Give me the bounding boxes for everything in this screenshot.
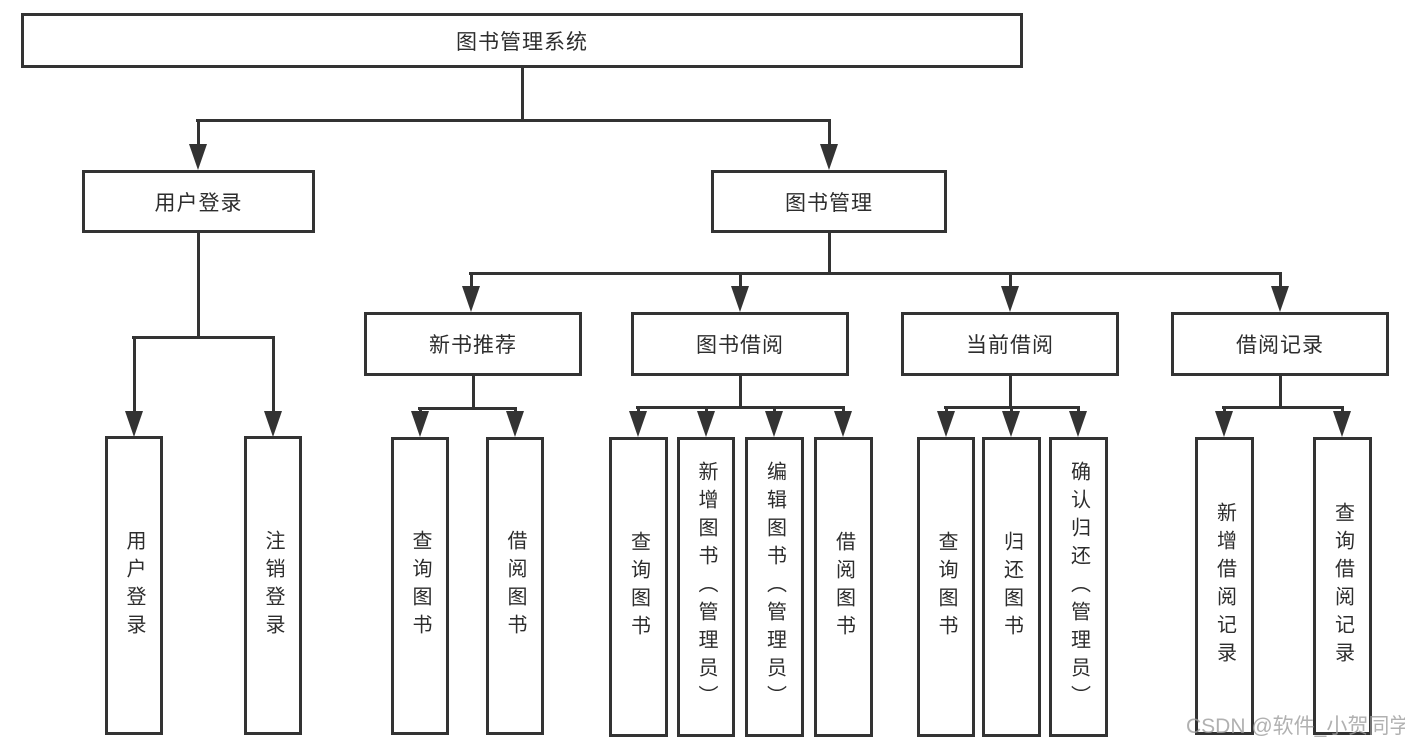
- connector-book-mgmt-bar: [469, 272, 1282, 275]
- node-book-management: 图书管理: [711, 170, 947, 233]
- leaf-logout: 注销登录: [244, 436, 302, 735]
- connector-user-login-bar: [132, 336, 275, 339]
- leaf-return-books: 归还图书: [982, 437, 1041, 737]
- connector-root-stem: [521, 68, 524, 119]
- connector-stem: [472, 376, 475, 407]
- connector-drop: [272, 336, 275, 416]
- connector-drop: [1279, 272, 1282, 290]
- arrow-down-icon: [629, 411, 647, 437]
- connector-drop: [945, 406, 948, 415]
- leaf-borrow-books-recommend: 借阅图书: [486, 437, 544, 735]
- connector-bar: [636, 406, 845, 409]
- arrow-down-icon: [1001, 286, 1019, 312]
- connector-drop: [828, 119, 831, 147]
- connector-user-login-stem: [197, 233, 200, 336]
- leaf-query-books-recommend: 查询图书: [391, 437, 449, 735]
- arrow-down-icon: [765, 411, 783, 437]
- connector-drop: [773, 406, 776, 415]
- connector-drop: [637, 406, 640, 415]
- arrow-down-icon: [189, 144, 207, 170]
- connector-drop: [842, 406, 845, 415]
- arrow-down-icon: [1215, 411, 1233, 437]
- connector-bar: [1222, 406, 1344, 409]
- leaf-query-borrow-record: 查询借阅记录: [1313, 437, 1372, 735]
- leaf-query-books-current: 查询图书: [917, 437, 975, 737]
- node-library-management-system: 图书管理系统: [21, 13, 1023, 68]
- connector-root-bar: [196, 119, 831, 122]
- connector-drop: [1223, 406, 1226, 415]
- leaf-edit-books-admin: 编辑图书（管理员）: [745, 437, 804, 737]
- arrow-down-icon: [820, 144, 838, 170]
- arrow-down-icon: [1002, 411, 1020, 437]
- csdn-watermark: CSDN @软件_小贺同学: [1186, 715, 1405, 738]
- arrow-down-icon: [462, 286, 480, 312]
- connector-stem: [1009, 376, 1012, 406]
- leaf-borrow-books: 借阅图书: [814, 437, 873, 737]
- leaf-confirm-return-admin: 确认归还（管理员）: [1049, 437, 1108, 737]
- connector-drop: [1077, 406, 1080, 415]
- node-borrowing-records: 借阅记录: [1171, 312, 1389, 376]
- arrow-down-icon: [1069, 411, 1087, 437]
- connector-drop: [1009, 272, 1012, 290]
- arrow-down-icon: [697, 411, 715, 437]
- arrow-down-icon: [1271, 286, 1289, 312]
- arrow-down-icon: [264, 411, 282, 437]
- arrow-down-icon: [125, 411, 143, 437]
- connector-book-mgmt-stem: [828, 233, 831, 272]
- node-current-borrowing: 当前借阅: [901, 312, 1119, 376]
- connector-drop: [133, 336, 136, 416]
- connector-drop: [705, 406, 708, 415]
- connector-stem: [739, 376, 742, 406]
- connector-drop: [1010, 406, 1013, 415]
- connector-stem: [1279, 376, 1282, 406]
- node-book-borrowing: 图书借阅: [631, 312, 849, 376]
- connector-drop: [470, 272, 473, 290]
- arrow-down-icon: [937, 411, 955, 437]
- arrow-down-icon: [1333, 411, 1351, 437]
- arrow-down-icon: [834, 411, 852, 437]
- leaf-add-books-admin: 新增图书（管理员）: [677, 437, 735, 737]
- node-new-book-recommendation: 新书推荐: [364, 312, 582, 376]
- leaf-add-borrow-record: 新增借阅记录: [1195, 437, 1254, 735]
- arrow-down-icon: [506, 411, 524, 437]
- connector-drop: [197, 119, 200, 147]
- connector-drop: [739, 272, 742, 290]
- arrow-down-icon: [731, 286, 749, 312]
- node-user-login: 用户登录: [82, 170, 315, 233]
- leaf-user-login: 用户登录: [105, 436, 163, 735]
- arrow-down-icon: [411, 411, 429, 437]
- connector-bar: [418, 407, 517, 410]
- leaf-query-books-borrowing: 查询图书: [609, 437, 668, 737]
- connector-drop: [1341, 406, 1344, 415]
